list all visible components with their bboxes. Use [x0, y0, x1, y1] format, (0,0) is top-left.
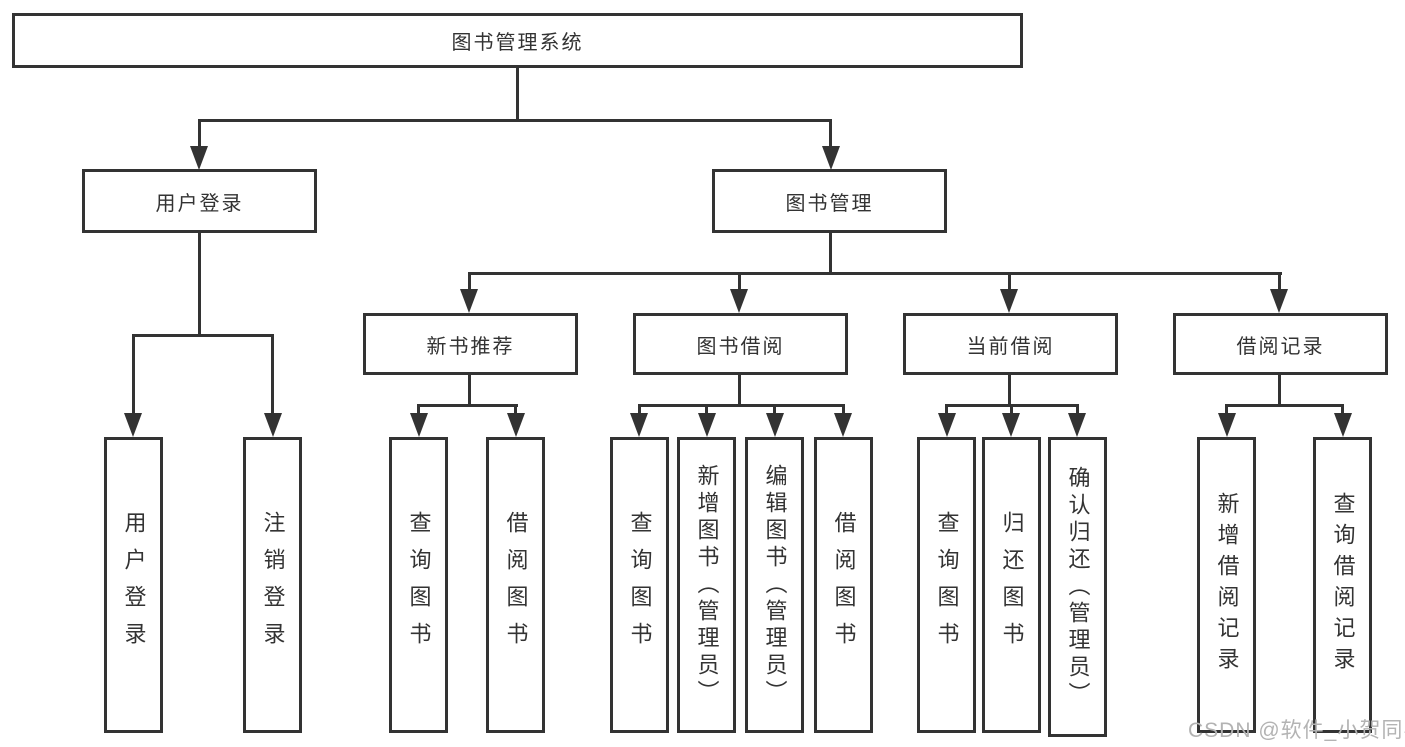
arrow-down-icon [1000, 289, 1018, 313]
arrow-down-icon [264, 413, 282, 437]
connector-drop [1010, 404, 1013, 416]
connector-user-login-stem [198, 233, 201, 337]
node-leaf-user-login: 用户登录 [104, 437, 163, 733]
connector-book-mgmt-stem [829, 233, 832, 275]
arrow-down-icon [766, 413, 784, 437]
arrow-down-icon [124, 413, 142, 437]
node-new-book-recommend: 新书推荐 [363, 313, 578, 375]
connector-drop-user-login [198, 119, 201, 147]
connector-drop [773, 404, 776, 416]
connector-bus [1225, 404, 1344, 407]
connector-bus [417, 404, 518, 407]
node-leaf-return-book: 归还图书 [982, 437, 1041, 733]
arrow-down-icon [1002, 413, 1020, 437]
connector-drop [1008, 272, 1011, 292]
connector-stem [468, 375, 471, 407]
connector-drop [1278, 272, 1281, 292]
node-book-management: 图书管理 [712, 169, 947, 233]
node-leaf-confirm-return-admin: 确认归还（管理员） [1048, 437, 1107, 737]
node-leaf-borrow-book: 借阅图书 [486, 437, 545, 733]
node-user-login: 用户登录 [82, 169, 317, 233]
connector-root-stem [516, 68, 519, 122]
connector-drop [1341, 404, 1344, 416]
node-leaf-logout: 注销登录 [243, 437, 302, 733]
arrow-down-icon [938, 413, 956, 437]
connector-drop [417, 404, 420, 416]
connector-drop [945, 404, 948, 416]
arrow-down-icon [460, 289, 478, 313]
connector-drop [271, 334, 274, 416]
arrow-down-icon [190, 146, 208, 170]
connector-drop [1076, 404, 1079, 416]
arrow-down-icon [822, 146, 840, 170]
arrow-down-icon [834, 413, 852, 437]
node-leaf-edit-book-admin: 编辑图书（管理员） [745, 437, 804, 733]
arrow-down-icon [507, 413, 525, 437]
connector-drop [738, 272, 741, 292]
node-library-system: 图书管理系统 [12, 13, 1023, 68]
node-borrow-records: 借阅记录 [1173, 313, 1388, 375]
node-leaf-query-borrow-record: 查询借阅记录 [1313, 437, 1372, 733]
node-current-borrow: 当前借阅 [903, 313, 1118, 375]
node-leaf-query-book: 查询图书 [610, 437, 669, 733]
arrow-down-icon [1334, 413, 1352, 437]
connector-drop [705, 404, 708, 416]
connector-drop [132, 334, 135, 416]
connector-drop [638, 404, 641, 416]
connector-stem [1278, 375, 1281, 407]
node-leaf-borrow-book: 借阅图书 [814, 437, 873, 733]
node-leaf-query-book: 查询图书 [917, 437, 976, 733]
arrow-down-icon [630, 413, 648, 437]
arrow-down-icon [730, 289, 748, 313]
node-book-borrow: 图书借阅 [633, 313, 848, 375]
connector-drop [514, 404, 517, 416]
connector-drop [842, 404, 845, 416]
connector-drop-book-mgmt [829, 119, 832, 147]
connector-user-login-bus [132, 334, 274, 337]
connector-drop [1225, 404, 1228, 416]
connector-stem [738, 375, 741, 407]
watermark: CSDN @软件_小贺同学 [1188, 719, 1405, 742]
node-leaf-add-borrow-record: 新增借阅记录 [1197, 437, 1256, 733]
arrow-down-icon [410, 413, 428, 437]
node-leaf-add-book-admin: 新增图书（管理员） [677, 437, 736, 733]
connector-drop [468, 272, 471, 292]
arrow-down-icon [1270, 289, 1288, 313]
node-leaf-query-book: 查询图书 [389, 437, 448, 733]
connector-level2-bus [198, 119, 832, 122]
arrow-down-icon [1068, 413, 1086, 437]
arrow-down-icon [1218, 413, 1236, 437]
connector-stem [1008, 375, 1011, 407]
connector-level3-bus [468, 272, 1282, 275]
arrow-down-icon [698, 413, 716, 437]
connector-bus [638, 404, 845, 407]
